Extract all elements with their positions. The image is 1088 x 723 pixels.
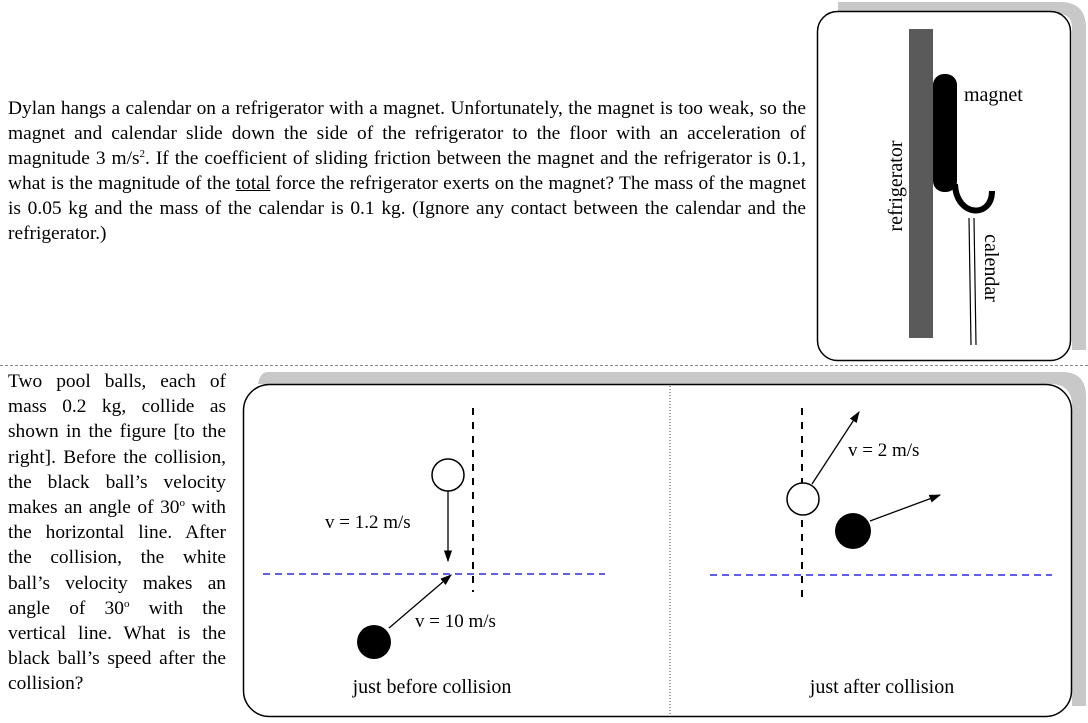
white-velocity-label: v = 1.2 m/s [325, 512, 411, 533]
white-ball [786, 482, 820, 516]
panel-after: v = 2 m/s just after collision [710, 408, 1052, 698]
problem-2-part-c: with the vertical line. What is the blac… [8, 597, 226, 695]
refrigerator-shape [909, 29, 933, 338]
problem-1-part-b: . If the coefficient of sliding friction… [8, 148, 806, 194]
panel-before: v = 1.2 m/s v = 10 m/s just before colli… [263, 408, 605, 698]
black-velocity-label: v = 10 m/s [415, 611, 496, 632]
section-divider [0, 365, 1088, 366]
black-ball [357, 625, 391, 659]
black-velocity-arrow [869, 494, 942, 522]
problem-2-text: Two pool balls, each of mass 0.2 kg, col… [8, 369, 226, 697]
exponent: 2 [139, 148, 146, 160]
figure-magnet: magnet refrigerator calendar [816, 2, 1086, 362]
problem-1-part-c: force the refrigerator exerts on the mag… [8, 173, 806, 244]
figure-pool-balls: v = 1.2 m/s v = 10 m/s just before colli… [242, 372, 1086, 718]
white-ball [431, 458, 465, 492]
underlined-word: total [235, 173, 271, 194]
caption-before: just before collision [352, 676, 512, 698]
black-velocity-arrow [388, 574, 452, 629]
caption-after: just after collision [809, 676, 954, 698]
figure-frame [242, 383, 1073, 718]
problem-2-part-a: Two pool balls, each of mass 0.2 kg, col… [8, 371, 226, 519]
refrigerator-label: refrigerator [885, 140, 907, 231]
problem-1-text: Dylan hangs a calendar on a refrigerator… [8, 96, 806, 246]
magnet-label: magnet [964, 84, 1023, 106]
magnet-shape [933, 74, 957, 192]
degree-mark: o [179, 497, 186, 510]
white-velocity-label: v = 2 m/s [848, 440, 919, 461]
calendar-label: calendar [980, 234, 1002, 302]
hook-shape [952, 183, 995, 214]
calendar-line [968, 217, 972, 346]
calendar-line [973, 217, 977, 346]
problem-1-part-a: Dylan hangs a calendar on a refrigerator… [8, 98, 806, 169]
problem-2-part-b: with the horizontal line. After the coll… [8, 497, 227, 619]
degree-mark: o [123, 597, 130, 610]
black-ball [835, 513, 871, 549]
white-velocity-arrow [811, 411, 860, 485]
